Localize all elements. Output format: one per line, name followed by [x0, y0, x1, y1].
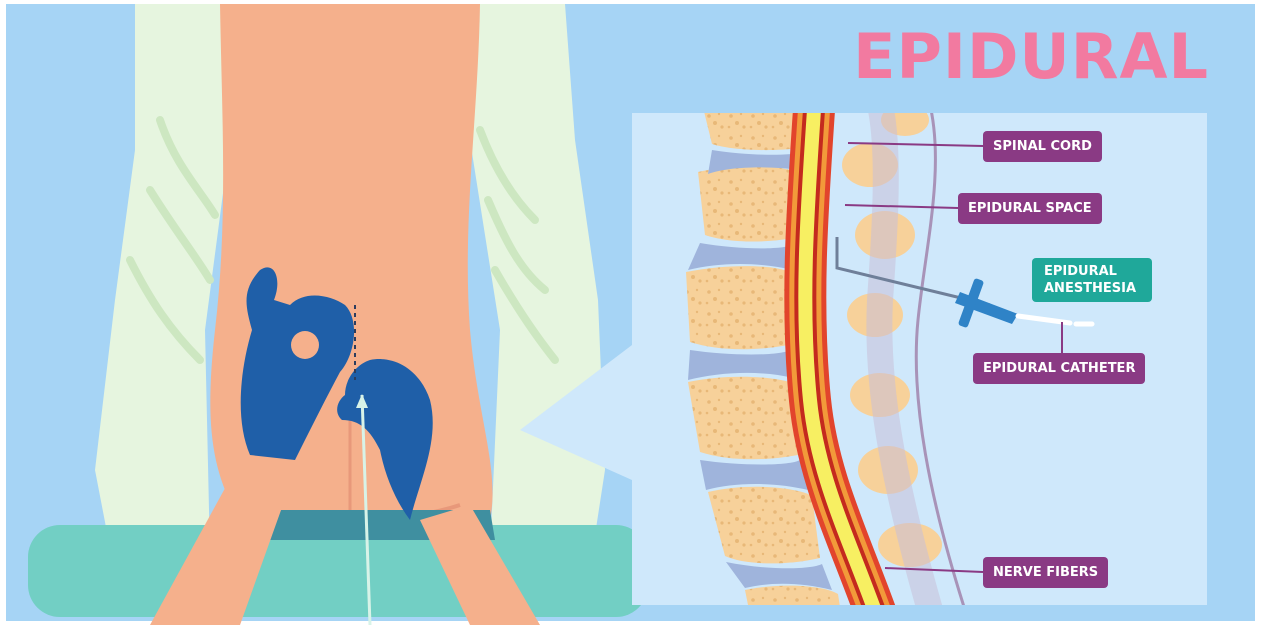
- page-title: EPIDURAL: [853, 20, 1209, 93]
- label-epidural-space: EPIDURAL SPACE: [958, 193, 1102, 224]
- label-nerve-fibers: NERVE FIBERS: [983, 557, 1108, 588]
- label-epidural-catheter: EPIDURAL CATHETER: [973, 353, 1145, 384]
- label-spinal-cord: SPINAL CORD: [983, 131, 1102, 162]
- label-epidural-anesthesia: EPIDURAL ANESTHESIA: [1032, 258, 1152, 302]
